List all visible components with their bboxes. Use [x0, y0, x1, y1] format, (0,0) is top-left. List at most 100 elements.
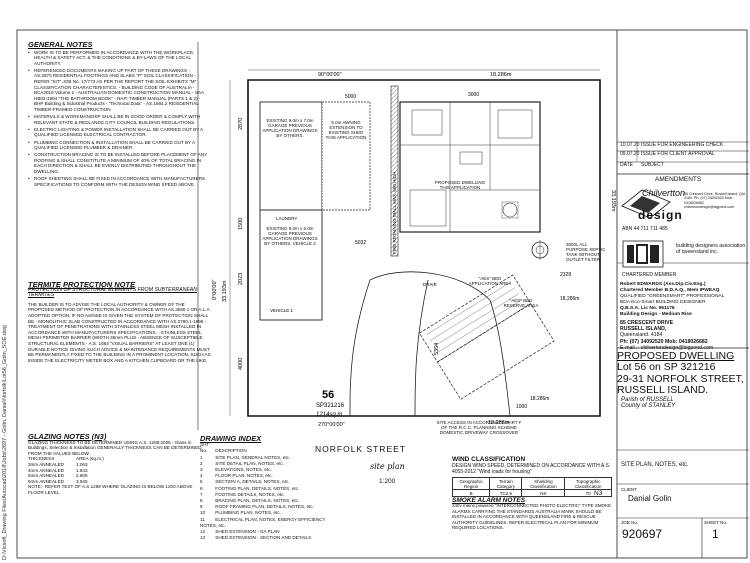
contact-line: Queensland. 4184: [620, 332, 663, 339]
wind-class: N3: [594, 490, 603, 497]
designer-line: Robert EDWARDS (Ass.Dip.Civ.Eng.): [620, 282, 706, 287]
contact-line: 85 CRESCENT DRIVE: [620, 320, 674, 326]
wind-table: Geographic Region Terrain Category Shiel…: [451, 477, 612, 497]
glazing-header: THICKNESS: [28, 456, 55, 462]
wind-desc: DESIGN WIND SPEED, DETERMINED ON ACCORDA…: [452, 463, 611, 475]
index-row: 9 ROOF FRAMING PLAN, DETAILS, NOTES, etc…: [200, 504, 314, 510]
glazing-cell: 2.806: [76, 473, 88, 479]
plan-label: site plan: [370, 462, 405, 471]
termite-notes: TERMITE PROTECTION NOTE PROTECTION OF ST…: [28, 281, 211, 363]
company-abn: ABN 44 711 711 485: [622, 226, 668, 232]
street-name: NORFOLK STREET: [315, 444, 406, 454]
note-item: ELECTRIC LIGHTING & POWER INSTALLATION S…: [28, 127, 208, 138]
drawing-title-block: PROPOSED DWELLING Lot 56 on SP 321216 29…: [617, 351, 749, 409]
title-block-lines: [617, 141, 749, 558]
sheet-description: SITE PLAN, NOTES, etc.: [621, 462, 689, 468]
wind-value: TC2.5: [489, 489, 523, 497]
note-item: WORK IS TO BE PERFORMED IN ACCORDANCE WI…: [28, 50, 208, 67]
rev-date: 09.07.20: [620, 151, 640, 157]
dim-top-right: 18.286m: [490, 72, 512, 78]
dim-3000: 3000: [468, 92, 479, 98]
index-row: 8 BRACING PLAN, DETAILS, NOTES, etc.: [200, 498, 300, 504]
wind-header: Shielding Classification: [521, 477, 566, 490]
drawing-lot: Lot 56 on SP 321216: [617, 361, 716, 373]
job-label: JOB No.: [621, 520, 639, 525]
lot-boundary: [247, 79, 601, 417]
designer-details: Robert EDWARDS (Ass.Dip.Civ.Eng.) Charte…: [620, 282, 748, 318]
index-row: 12 SHED EXTENSION - GA PLAN: [200, 529, 280, 535]
rev-date: 10.07.20: [620, 142, 640, 148]
drawing-index: DRAWING INDEX SHT No. DESCRIPTION 1 SITE…: [200, 434, 328, 541]
contact-line: E-mail :- chilvertondesign@bigpond.com: [620, 344, 714, 351]
drawing-county: County of STANLEY: [621, 402, 676, 409]
index-row: 4 FLOOR PLAN, NOTES, etc.: [200, 473, 273, 479]
dim-5000: 5000: [345, 94, 356, 100]
dim-5032: 5032: [355, 240, 366, 246]
dim-mid: 18.286m: [560, 296, 579, 302]
index-row: 11 ELECTRICAL PLAN, NOTES, ENERGY EFFICI…: [200, 516, 326, 528]
glazing-cell: 1.843: [76, 467, 88, 473]
septic-label: 3000L ALL PURPOSE SEPTIC TANK WITHOUT OU…: [566, 242, 606, 262]
glazing-cell: 6mm ANNEALED: [28, 478, 64, 484]
designer-line: Building Design - Medium Rise: [620, 312, 692, 317]
plan-scale: 1:200: [379, 478, 396, 485]
dim-2023: 2023: [238, 273, 244, 285]
wind-classification: WIND CLASSIFICATION DESIGN WIND SPEED, D…: [451, 456, 612, 497]
laundry-label: LAUNDRY: [276, 216, 297, 221]
dim-1000: 1000: [516, 404, 527, 410]
dim-right: 33.193m: [610, 190, 616, 212]
job-number: 920697: [622, 527, 663, 541]
smoke-title: SMOKE ALARM NOTES: [452, 497, 526, 504]
site-access-label: SITE ACCESS IN ACCORDANCE PART F OF THE …: [436, 420, 522, 435]
amendments-title: AMENDMENTS: [655, 176, 702, 183]
lot-area: 1214sq.m: [316, 412, 342, 418]
glazing-notes: GLAZING NOTES (N3) GLAZING THICKNESS TO …: [28, 433, 208, 496]
dim-2870: 2870: [238, 118, 244, 130]
drawing-address: 29-31 NORFOLK STREET,: [617, 372, 744, 385]
retaining-wall: [390, 85, 399, 257]
index-row: 1 SITE PLAN, GENERAL NOTES, etc.: [200, 454, 291, 460]
rev-header-subject: SUBJECT: [641, 162, 664, 168]
index-row: 3 ELEVATIONS, NOTES, etc.: [200, 467, 272, 473]
drive-label: DRIVE: [423, 282, 437, 287]
logo-top: Chilvertton: [642, 188, 686, 198]
index-row: 6 FOOTING PLAN, DETAILS, NOTES, etc.: [200, 485, 300, 491]
termite-subtitle: PROTECTION OF STRUCTURAL ELEMENTS FROM S…: [28, 286, 197, 299]
designer-line: Q.B.S.A. Lic No. 061176: [620, 306, 675, 311]
index-row: 2 SITE DETAIL PLAN, NOTES, etc.: [200, 460, 284, 466]
lot-sp: SP321216: [316, 403, 345, 409]
rev-header-date: DATE: [620, 162, 633, 168]
sheet-number: 1: [712, 527, 719, 541]
drawing-parish: Parish of RUSSELL: [621, 396, 674, 403]
garage-2-label: EXISTING 9.0m x 6.0m GARAGE PREVIOUS APP…: [262, 226, 318, 246]
lot-number: 56: [322, 389, 334, 401]
designer-line: BDA Eco-Smart BUILDING DESIGNER: [620, 300, 706, 305]
glazing-note: NOTE:- REFER TEXT OF A.S.1288 WHERE GLAZ…: [28, 484, 193, 495]
dim-left: 33.193m: [222, 280, 228, 302]
rev-desc: ISSUE FOR CLIENT APPROVAL: [641, 151, 715, 157]
dim-5354: 5354: [434, 343, 440, 355]
dim-bottom-right: 18.286m: [488, 420, 510, 426]
glazing-cell: 3mm ANNEALED: [28, 461, 64, 467]
septic-tank: [531, 241, 549, 259]
note-item: PLUMBING CONNECTION & INSTALLATION SHALL…: [28, 140, 208, 151]
aes-beds: [418, 274, 555, 400]
company-address: 85 Crescent Drive, Russell Island, Qld 4…: [684, 192, 745, 210]
fire-wall-label: FIRE RETAINING WALL MAX. 600 HIGH: [392, 172, 397, 254]
termite-body: THE BUILDER IS TO ADVISE THE LOCAL AUTHO…: [28, 301, 211, 363]
drawing-title: PROPOSED DWELLING: [617, 350, 735, 362]
wind-header: Terrain Category: [489, 477, 523, 490]
drawing-index-title: DRAWING INDEX: [200, 434, 262, 443]
contact-line: RUSSELL ISLAND,: [620, 326, 667, 333]
chartered-member: CHARTERED MEMBER: [622, 272, 677, 278]
awning-extension: [321, 101, 371, 211]
contact-line: Ph: (07) 34092520 Mob: 0418026682: [620, 338, 708, 345]
awning-label: 5.0m AWNING EXTENSION TO EXISTING SHED T…: [325, 120, 367, 140]
wind-title: WIND CLASSIFICATION: [452, 456, 526, 463]
index-header: SHT No. DESCRIPTION: [200, 442, 247, 454]
rev-desc: ISSUE FOR ENGINEERING CHECK: [641, 142, 724, 148]
designer-line: Chartered Member B.D.A.Q., Mem IPWEAQ: [620, 288, 720, 293]
glazing-cell: 3.945: [76, 478, 88, 484]
